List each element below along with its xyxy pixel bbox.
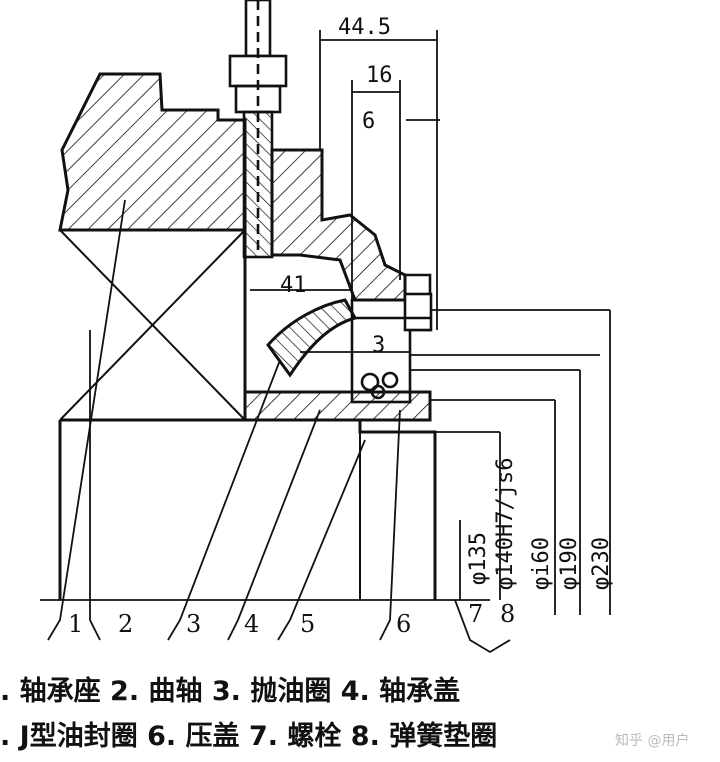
dim-3: 3 [372,333,385,358]
oil-slinger [243,298,432,422]
dim-phi160: φi60 [529,537,554,590]
dim-phi140: φ140H7/js6 [493,458,518,590]
dimension-lines [40,30,611,615]
dim-16: 16 [366,63,393,88]
part-number-2: 2 [118,610,133,638]
legend-line-2: . J型油封圈 6. 压盖 7. 螺栓 8. 弹簧垫圈 [0,720,497,752]
part-number-8: 8 [500,600,515,628]
dim-6: 6 [362,109,375,134]
crankshaft [58,418,437,600]
seal-region [350,273,433,404]
dim-phi135: φ135 [466,532,491,585]
part-number-6: 6 [396,610,411,638]
watermark: 知乎 @用户 [615,732,689,749]
dim-44-5: 44.5 [338,15,391,40]
dim-41: 41 [280,273,307,298]
dim-phi190: φ190 [557,537,582,590]
bearing-housing [58,72,247,422]
part-number-5: 5 [300,610,315,638]
part-number-1: 1 [68,610,83,638]
part-number-4: 4 [244,610,259,638]
leader-lines [47,199,511,654]
part-number-7: 7 [468,600,483,628]
legend-line-1: . 轴承座 2. 曲轴 3. 抛油圈 4. 轴承盖 [0,675,460,707]
dim-phi230: φ230 [589,537,614,590]
part-number-3: 3 [186,610,201,638]
